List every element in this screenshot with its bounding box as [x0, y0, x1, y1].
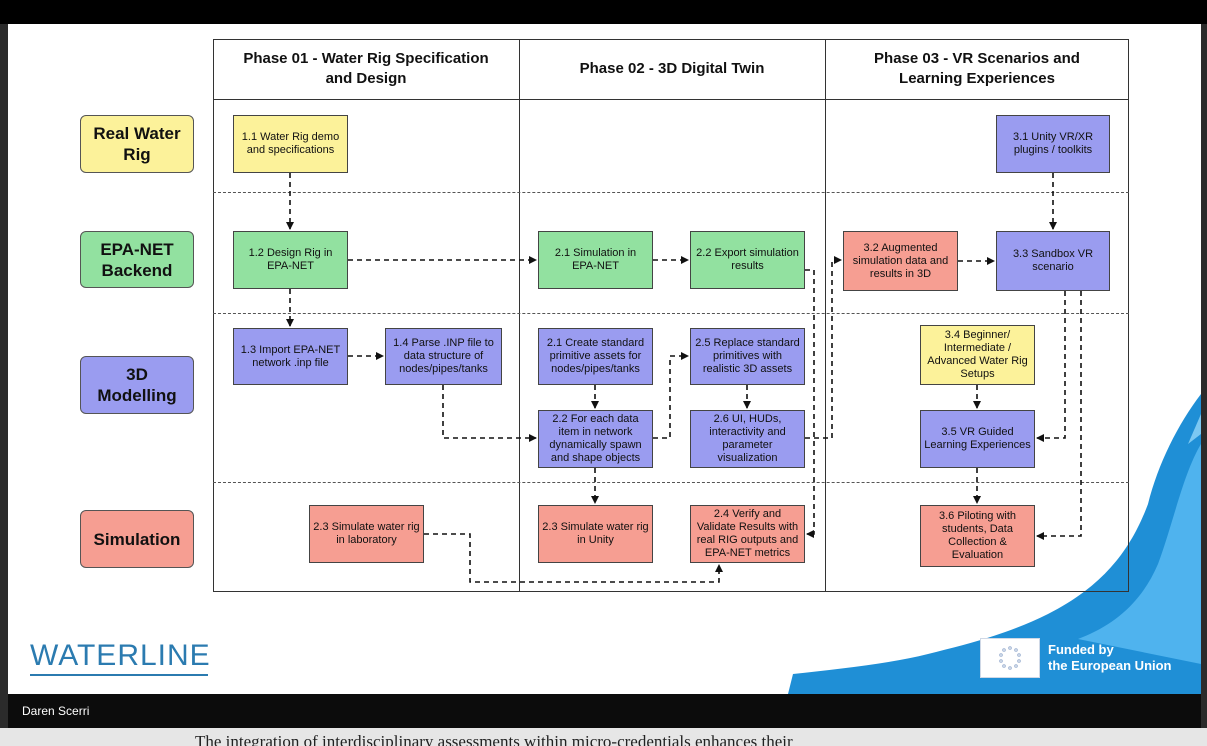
- step-3-6-box: 3.6 Piloting with students, Data Collect…: [920, 505, 1035, 567]
- step-1-2-box: 1.2 Design Rig in EPA-NET: [233, 231, 348, 289]
- phase-03-header: Phase 03 - VR Scenarios and Learning Exp…: [825, 39, 1129, 100]
- step-1-3-box: 1.3 Import EPA-NET network .inp file: [233, 328, 348, 385]
- lane-epa-net-backend: EPA-NET Backend: [80, 231, 194, 288]
- lane-3d-modelling: 3D Modelling: [80, 356, 194, 414]
- step-2-1-simulation-box: 2.1 Simulation in EPA-NET: [538, 231, 653, 289]
- arrow-3-3-to-3-6: [1036, 291, 1082, 540]
- step-3-2-box: 3.2 Augmented simulation data and result…: [843, 231, 958, 291]
- lane-divider: [213, 192, 1129, 193]
- step-2-2-spawn-box: 2.2 For each data item in network dynami…: [538, 410, 653, 468]
- step-2-4-box: 2.4 Verify and Validate Results with rea…: [690, 505, 805, 563]
- phase-01-header: Phase 01 - Water Rig Specification and D…: [213, 39, 519, 100]
- step-3-1-box: 3.1 Unity VR/XR plugins / toolkits: [996, 115, 1110, 173]
- step-3-4-box: 3.4 Beginner/ Intermediate / Advanced Wa…: [920, 325, 1035, 385]
- logo-underline: [30, 674, 208, 676]
- arrow-3-3-to-3-5: [1036, 291, 1066, 442]
- lane-divider: [213, 482, 1129, 483]
- step-2-1-primitives-box: 2.1 Create standard primitive assets for…: [538, 328, 653, 385]
- arrow-2-2-to-2-5: [653, 352, 689, 439]
- eu-funding-label: Funded by the European Union: [1048, 642, 1172, 673]
- eu-flag-icon: [980, 638, 1040, 678]
- step-2-2-export-box: 2.2 Export simulation results: [690, 231, 805, 289]
- process-grid: [213, 39, 1129, 592]
- step-1-4-box: 1.4 Parse .INP file to data structure of…: [385, 328, 502, 385]
- phase-02-header: Phase 02 - 3D Digital Twin: [519, 39, 825, 100]
- column-divider: [519, 39, 520, 592]
- step-2-3-unity-box: 2.3 Simulate water rig in Unity: [538, 505, 653, 563]
- speaker-name: Daren Scerri: [22, 704, 90, 718]
- speaker-name-bar: Daren Scerri: [8, 694, 1201, 728]
- arrow-2-3-lab-to-2-4: [424, 533, 723, 583]
- step-3-5-box: 3.5 VR Guided Learning Experiences: [920, 410, 1035, 468]
- document-text-line: The integration of interdisciplinary ass…: [195, 732, 793, 746]
- arrow-2-6-to-3-2: [805, 256, 842, 439]
- flow-connectors: [286, 173, 1082, 583]
- lane-simulation: Simulation: [80, 510, 194, 568]
- arrow-2-2-to-2-4: [805, 269, 815, 538]
- step-3-3-box: 3.3 Sandbox VR scenario: [996, 231, 1110, 291]
- column-divider: [825, 39, 826, 592]
- step-2-6-box: 2.6 UI, HUDs, interactivity and paramete…: [690, 410, 805, 468]
- arrow-1-4-to-2-2: [442, 385, 537, 442]
- window-top-bar: [0, 0, 1207, 24]
- step-1-1-box: 1.1 Water Rig demo and specifications: [233, 115, 348, 173]
- lane-real-water-rig: Real Water Rig: [80, 115, 194, 173]
- lane-divider: [213, 313, 1129, 314]
- presentation-slide: Phase 01 - Water Rig Specification and D…: [8, 24, 1201, 694]
- step-2-5-box: 2.5 Replace standard primitives with rea…: [690, 328, 805, 385]
- underlying-document-strip: The integration of interdisciplinary ass…: [0, 728, 1207, 746]
- waterline-logo: WATERLINE: [30, 639, 211, 672]
- step-2-3-lab-box: 2.3 Simulate water rig in laboratory: [309, 505, 424, 563]
- water-splash-decoration: [788, 394, 1201, 694]
